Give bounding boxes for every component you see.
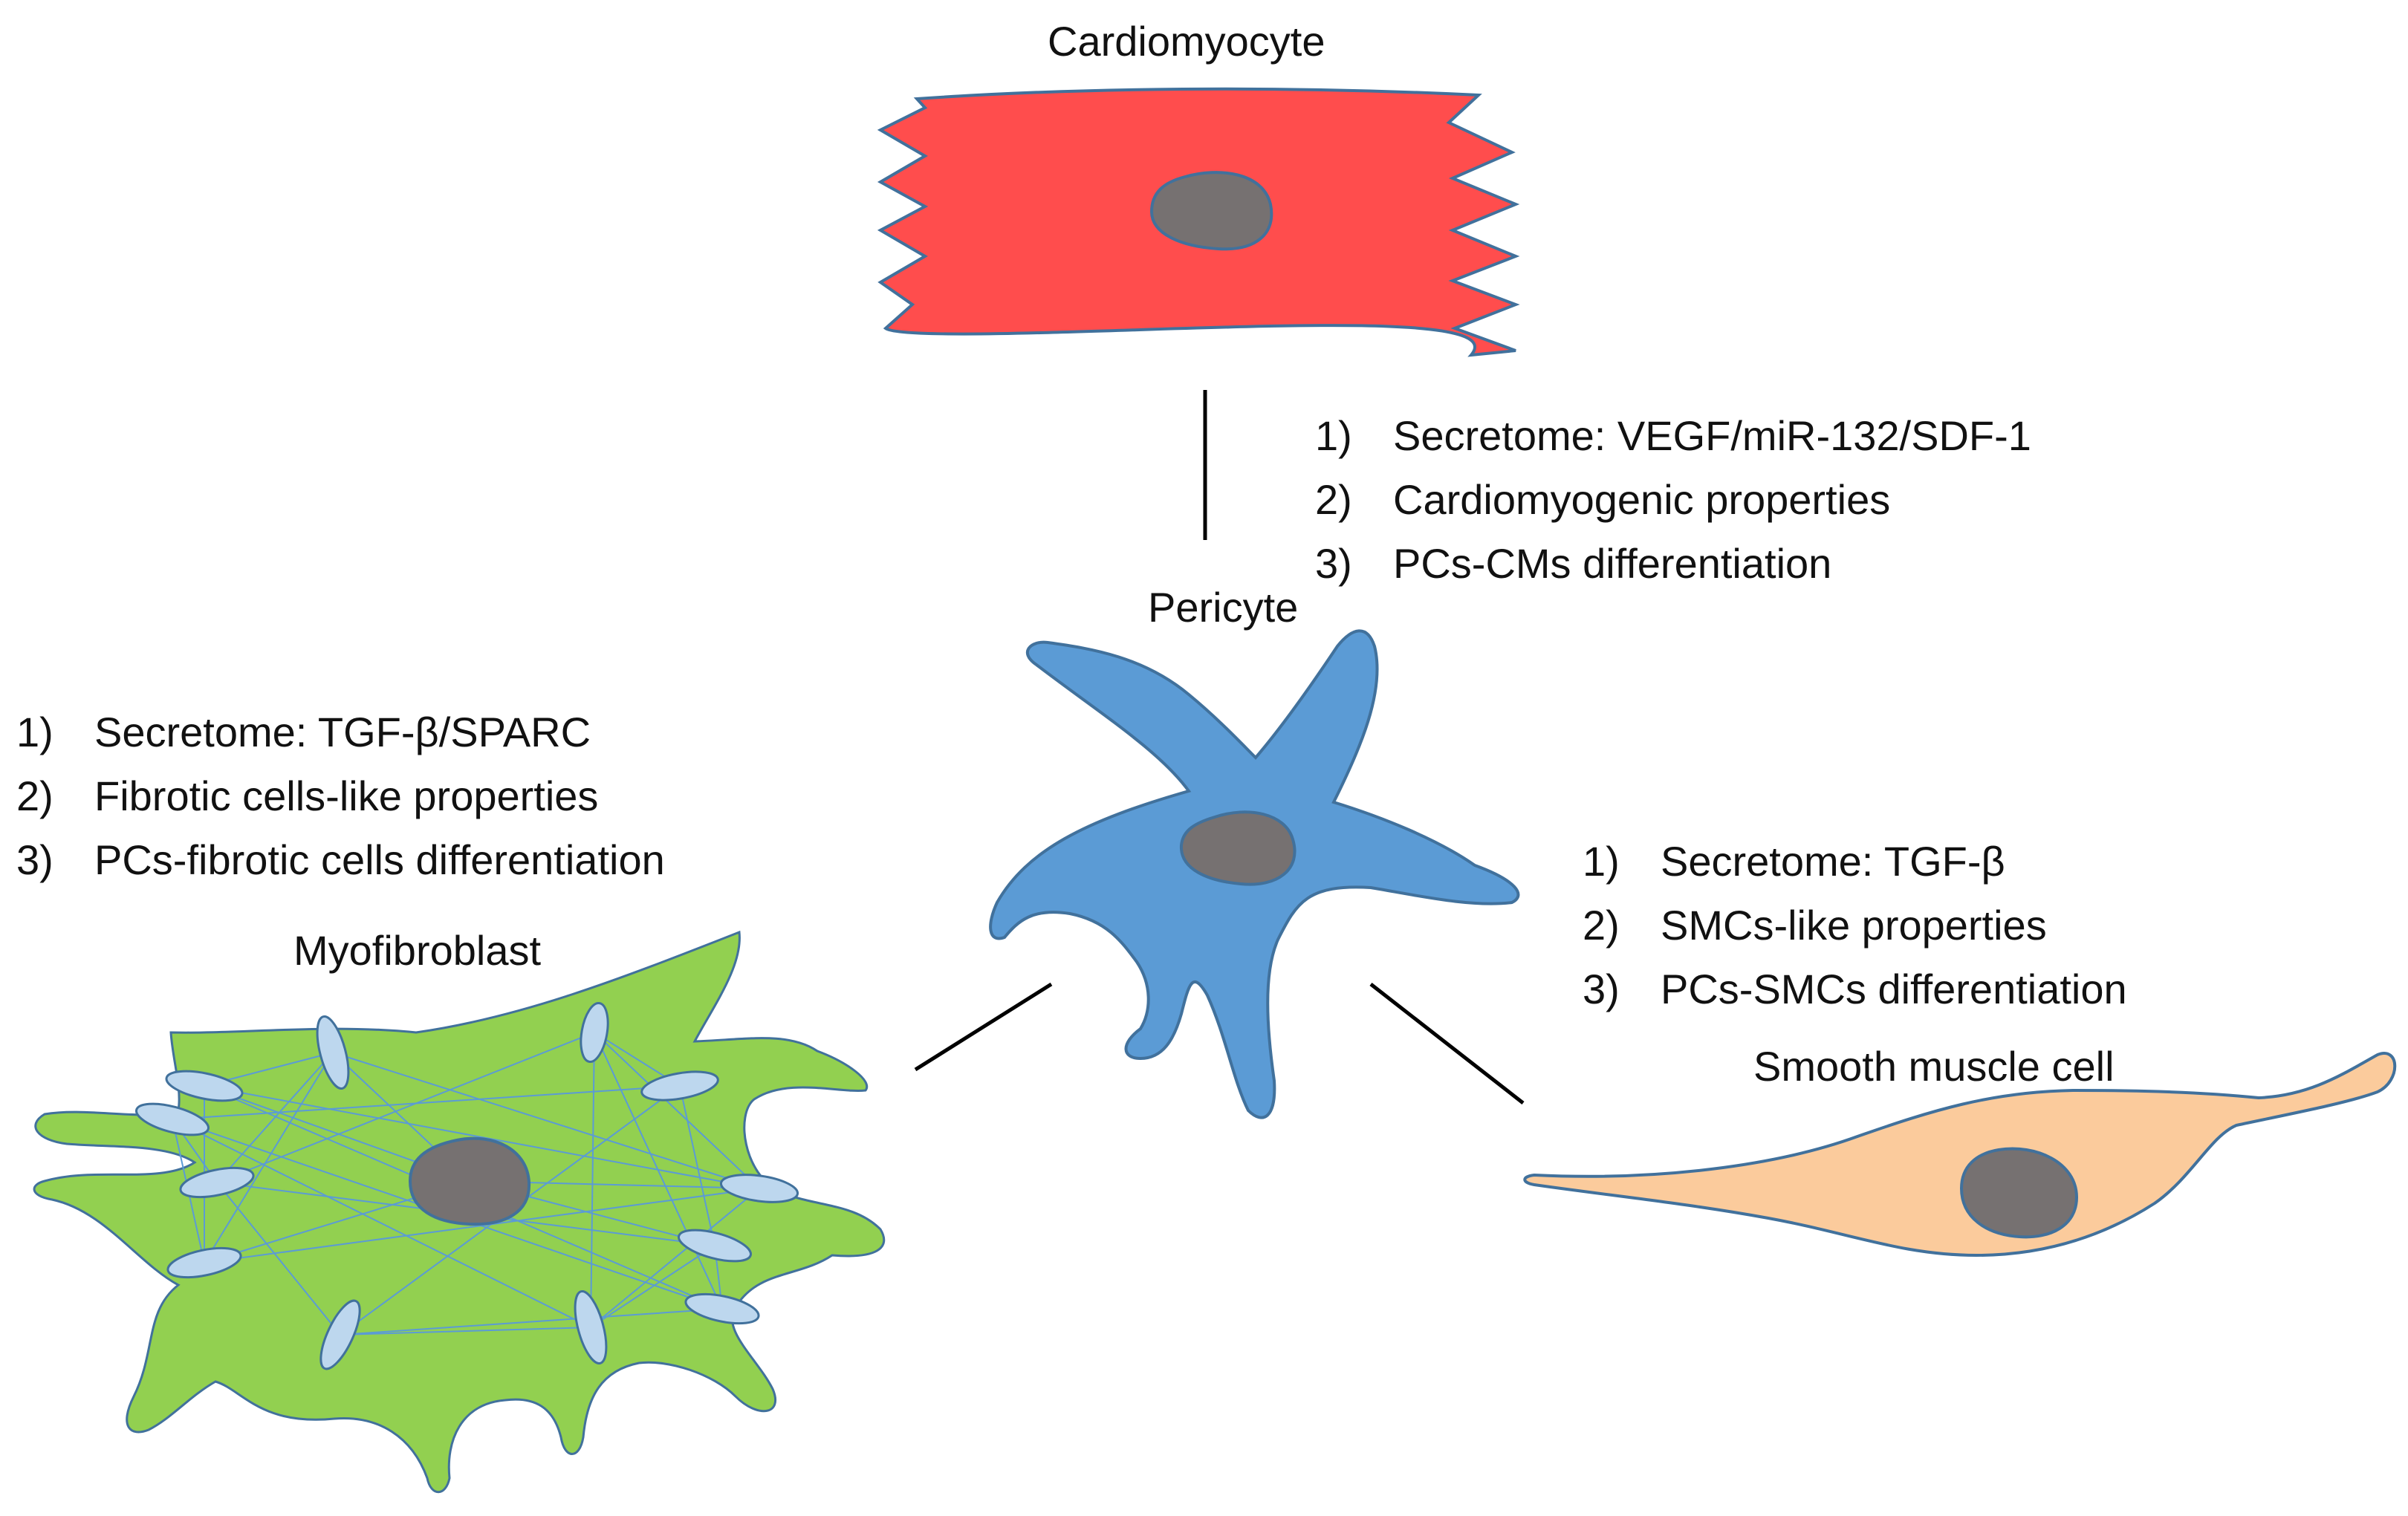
stress-fiber [590, 1188, 760, 1328]
list-item-text: Cardiomyogenic properties [1393, 476, 1891, 523]
list-item: 1) Secretome: TGF-β [1583, 830, 2127, 894]
smooth-muscle-cell-icon [1523, 1052, 2397, 1258]
cardiomyocyte-properties-list: 1) Secretome: VEGF/miR-132/SDF-1 2) Cardio… [1315, 404, 2031, 596]
list-item-number: 1) [1583, 838, 1620, 885]
cardiomyocyte-cell-icon [877, 87, 1520, 357]
stress-fiber [204, 1188, 760, 1263]
stress-fiber [172, 1119, 591, 1328]
list-item-text: Secretome: TGF-β/SPARC [94, 709, 591, 755]
stress-fiber [340, 1327, 591, 1336]
myofibroblast-properties-list: 1) Secretome: TGF-β/SPARC 2) Fibrotic cell… [16, 700, 665, 892]
pericyte-label: Pericyte [1148, 584, 1299, 631]
focal-adhesion [179, 1166, 255, 1199]
list-item-text: Secretome: VEGF/miR-132/SDF-1 [1393, 412, 2031, 459]
focal-adhesion [316, 1015, 350, 1090]
focal-adhesion [719, 1174, 799, 1203]
cardiomyocyte-nucleus [1149, 171, 1273, 251]
stress-fiber [679, 1085, 715, 1246]
focal-adhesion [166, 1246, 242, 1279]
stress-fiber [216, 1182, 341, 1336]
focal-adhesion [135, 1102, 210, 1136]
list-item-number: 2) [1583, 902, 1620, 949]
stress-fiber [332, 1052, 760, 1189]
stress-fiber [340, 1308, 723, 1336]
list-item: 3) PCs-SMCs differentiation [1583, 957, 2127, 1021]
stress-fiber [216, 1032, 595, 1183]
smooth-muscle-nucleus [1959, 1147, 2079, 1239]
focal-adhesion [319, 1299, 361, 1370]
myofibroblast-label: Myofibroblast [293, 927, 542, 974]
list-item: 3) PCs-CMs differentiation [1315, 532, 2031, 596]
list-item-text: PCs-SMCs differentiation [1661, 966, 2127, 1012]
stress-fiber [204, 1052, 334, 1263]
stress-fiber [594, 1032, 723, 1310]
list-item-number: 3) [1315, 540, 1352, 587]
list-item: 3) PCs-fibrotic cells differentiation [16, 828, 665, 892]
list-item: 2) Cardiomyogenic properties [1315, 468, 2031, 532]
connector-pericyte-myofibroblast [914, 982, 1053, 1072]
list-item-text: Secretome: TGF-β [1661, 838, 2005, 885]
stress-fiber [590, 1032, 595, 1328]
list-item: 2) SMCs-like properties [1583, 894, 2127, 957]
stress-fiber [594, 1032, 760, 1189]
cardiomyocyte-label: Cardiomyocyte [1048, 18, 1325, 65]
focal-adhesion [640, 1070, 719, 1102]
stress-fiber-network [172, 1032, 760, 1336]
focal-adhesion [678, 1229, 752, 1263]
list-item-text: PCs-CMs differentiation [1393, 540, 1832, 587]
list-item: 1) Secretome: VEGF/miR-132/SDF-1 [1315, 404, 2031, 468]
list-item-number: 3) [1583, 966, 1620, 1012]
list-item-number: 1) [16, 709, 53, 755]
myofibroblast-cell-icon [33, 930, 886, 1494]
list-item-text: SMCs-like properties [1661, 902, 2047, 949]
list-item: 1) Secretome: TGF-β/SPARC [16, 700, 665, 764]
list-item-number: 2) [16, 772, 53, 819]
focal-adhesion [684, 1292, 760, 1325]
focal-adhesion [580, 1001, 609, 1064]
focal-adhesion [574, 1290, 608, 1364]
list-item-text: Fibrotic cells-like properties [94, 772, 599, 819]
list-item-text: PCs-fibrotic cells differentiation [94, 836, 665, 883]
list-item: 2) Fibrotic cells-like properties [16, 764, 665, 828]
stress-fiber [172, 1085, 681, 1120]
connector-pericyte-smooth-muscle [1369, 983, 1525, 1105]
stress-fiber [216, 1052, 334, 1183]
list-item-number: 2) [1315, 476, 1352, 523]
list-item-number: 1) [1315, 412, 1352, 459]
focal-adhesion [165, 1070, 244, 1102]
myofibroblast-nucleus [408, 1136, 531, 1226]
focal-adhesions [135, 1001, 799, 1370]
list-item-number: 3) [16, 836, 53, 883]
stress-fiber [590, 1245, 715, 1328]
smooth-muscle-body [1523, 1052, 2397, 1258]
pericyte-nucleus [1179, 810, 1297, 886]
smooth-muscle-label: Smooth muscle cell [1753, 1043, 2115, 1090]
smooth-muscle-properties-list: 1) Secretome: TGF-β 2) SMCs-like propertie… [1583, 830, 2127, 1021]
pericyte-cell-icon [989, 629, 1520, 1119]
